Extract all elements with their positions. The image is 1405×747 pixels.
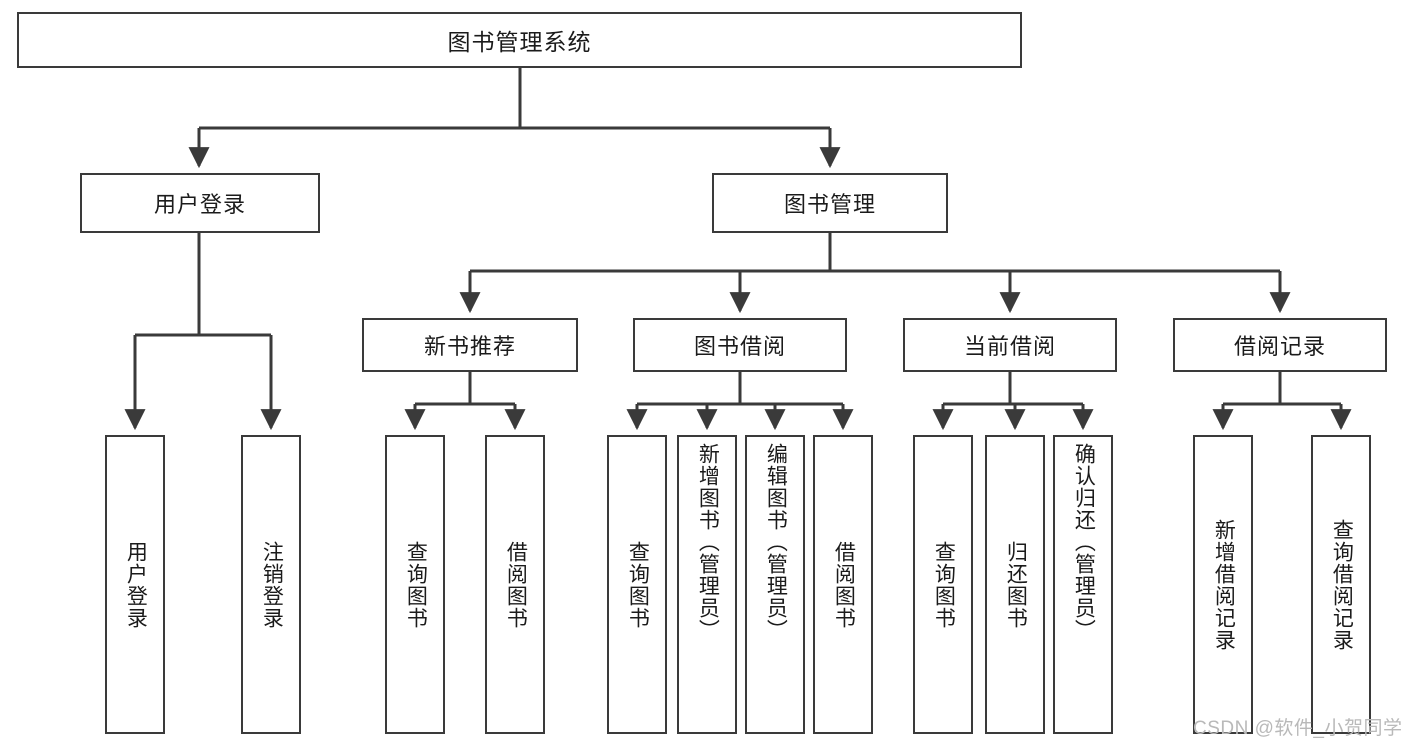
node-current-borrow[interactable]: 当前借阅: [903, 318, 1117, 372]
leaf-user-login-label: 用户登录: [124, 540, 148, 629]
leaf-query-book-2[interactable]: 查询图书: [607, 435, 667, 734]
leaf-logout-label: 注销登录: [260, 540, 284, 629]
leaf-query-book-3[interactable]: 查询图书: [913, 435, 973, 734]
leaf-add-book[interactable]: 新增图书（管理员）: [677, 435, 737, 734]
node-book-borrow-label: 图书借阅: [693, 334, 786, 359]
connector-group-book-manage: [459, 233, 1291, 314]
node-user-login[interactable]: 用户登录: [80, 173, 320, 233]
node-borrow-record[interactable]: 借阅记录: [1173, 318, 1387, 372]
leaf-query-record[interactable]: 查询借阅记录: [1311, 435, 1371, 734]
leaf-query-record-label: 查询借阅记录: [1330, 518, 1354, 651]
node-book-manage[interactable]: 图书管理: [712, 173, 948, 233]
node-root[interactable]: 图书管理系统: [17, 12, 1022, 68]
node-book-borrow[interactable]: 图书借阅: [633, 318, 847, 372]
leaf-query-book-3-label: 查询图书: [932, 540, 956, 629]
leaf-borrow-book-2-label: 借阅图书: [832, 540, 856, 629]
leaf-borrow-book-1[interactable]: 借阅图书: [485, 435, 545, 734]
leaf-edit-book[interactable]: 编辑图书（管理员）: [745, 435, 805, 734]
leaf-query-book-1-label: 查询图书: [404, 540, 428, 629]
leaf-confirm-return-label: 确认归还（管理员）: [1072, 443, 1096, 641]
leaf-return-book[interactable]: 归还图书: [985, 435, 1045, 734]
connector-group-root: [188, 68, 841, 169]
connector-group-book-borrow: [626, 372, 854, 431]
node-user-login-label: 用户登录: [153, 192, 246, 217]
node-book-manage-label: 图书管理: [783, 192, 876, 217]
leaf-logout[interactable]: 注销登录: [241, 435, 301, 734]
connector-group-user-login: [124, 233, 282, 431]
leaf-user-login[interactable]: 用户登录: [105, 435, 165, 734]
leaf-query-book-2-label: 查询图书: [626, 540, 650, 629]
node-current-borrow-label: 当前借阅: [963, 334, 1056, 359]
node-new-book-recommend[interactable]: 新书推荐: [362, 318, 578, 372]
leaf-borrow-book-2[interactable]: 借阅图书: [813, 435, 873, 734]
leaf-confirm-return[interactable]: 确认归还（管理员）: [1053, 435, 1113, 734]
connector-group-current-borrow: [932, 372, 1094, 431]
leaf-edit-book-label: 编辑图书（管理员）: [764, 443, 788, 641]
leaf-add-record-label: 新增借阅记录: [1212, 518, 1236, 651]
watermark: CSDN @软件_小贺同学: [1193, 718, 1403, 739]
connector-group-new-book-recommend: [404, 372, 526, 431]
node-borrow-record-label: 借阅记录: [1233, 334, 1326, 359]
leaf-add-record[interactable]: 新增借阅记录: [1193, 435, 1253, 734]
leaf-query-book-1[interactable]: 查询图书: [385, 435, 445, 734]
node-new-book-recommend-label: 新书推荐: [423, 334, 516, 359]
connector-group-borrow-record: [1212, 372, 1352, 431]
leaf-borrow-book-1-label: 借阅图书: [504, 540, 528, 629]
leaf-add-book-label: 新增图书（管理员）: [696, 443, 720, 641]
node-root-label: 图书管理系统: [447, 29, 592, 55]
leaf-return-book-label: 归还图书: [1004, 540, 1028, 629]
